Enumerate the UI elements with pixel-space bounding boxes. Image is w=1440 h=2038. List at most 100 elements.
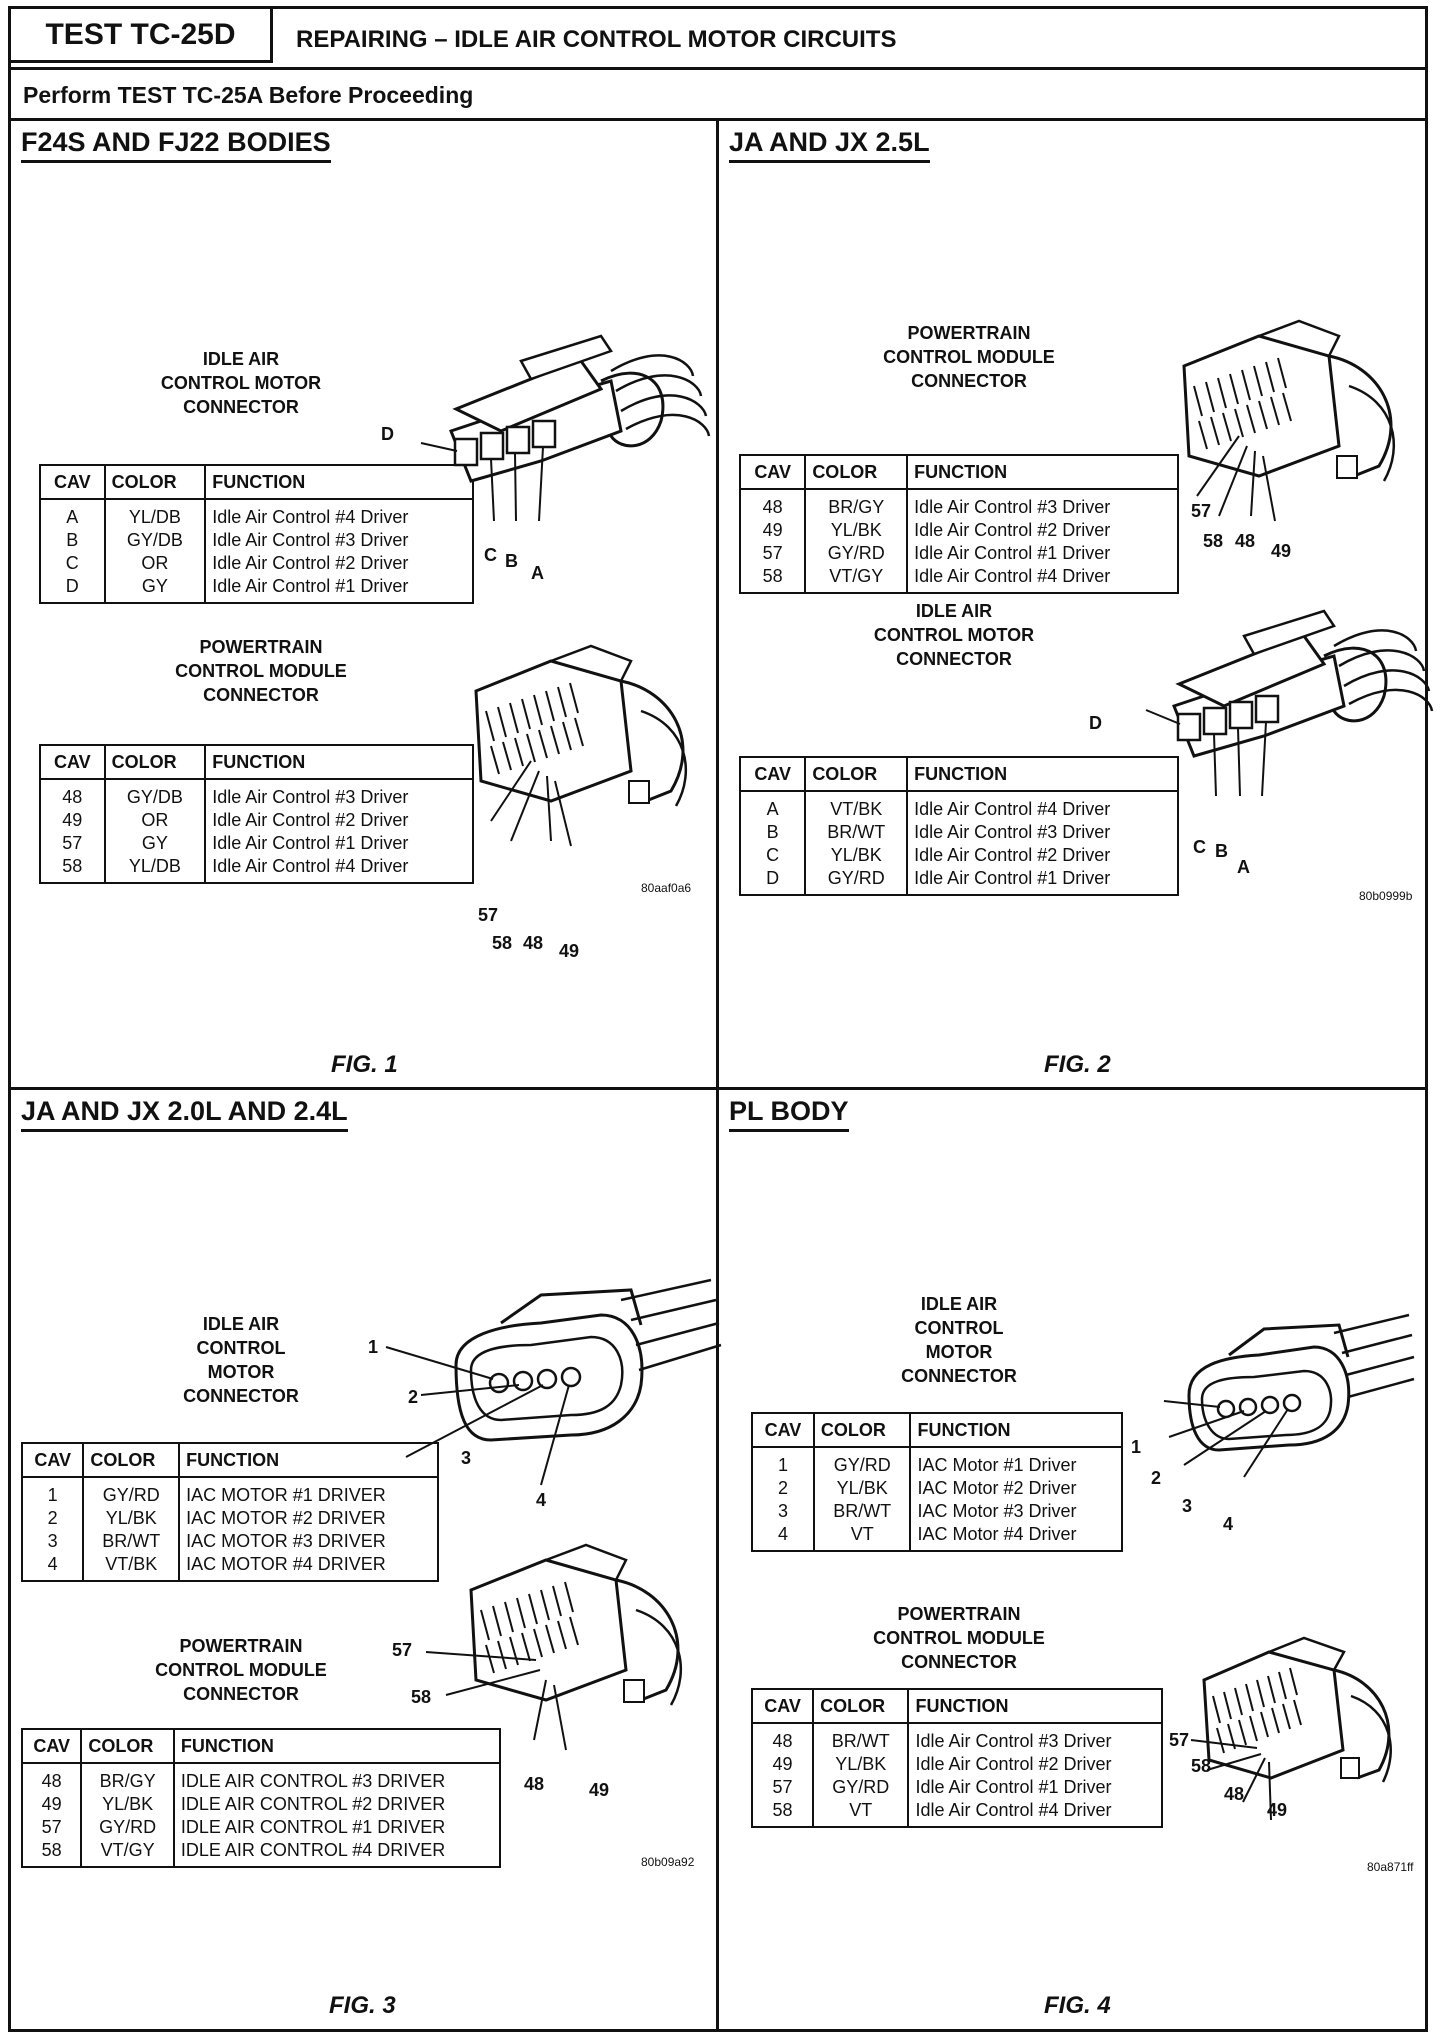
column-header-color: COLOR (104, 745, 207, 780)
wire-color-cell: VT/BK (805, 791, 909, 821)
function-cell: Idle Air Control #4 Driver (205, 855, 474, 883)
pin-label: 49 (1267, 1800, 1288, 1820)
function-cell: Idle Air Control #4 Driver (908, 1799, 1163, 1827)
wire-color-cell: YL/BK (805, 844, 909, 867)
cavity-cell: A (40, 499, 106, 529)
cavity-cell: 48 (40, 779, 106, 809)
function-cell: Idle Air Control #2 Driver (205, 809, 474, 832)
pin-label: 48 (1224, 1784, 1245, 1804)
column-header-function: FUNCTION (205, 465, 474, 500)
column-header-function: FUNCTION (179, 1443, 439, 1478)
wire-color-cell: YL/DB (104, 855, 207, 883)
column-header-color: COLOR (813, 1413, 912, 1448)
function-cell: Idle Air Control #3 Driver (907, 489, 1179, 519)
pin-label: C (1193, 837, 1206, 857)
function-cell: IAC Motor #2 Driver (910, 1477, 1123, 1500)
function-cell: Idle Air Control #1 Driver (908, 1776, 1163, 1799)
column-header-cav: CAV (752, 1689, 815, 1724)
function-cell: Idle Air Control #2 Driver (205, 552, 474, 575)
function-cell: Idle Air Control #1 Driver (205, 575, 474, 603)
pcm-connector-drawing (474, 644, 688, 847)
pin-label: 49 (559, 941, 580, 961)
column-header-cav: CAV (22, 1443, 85, 1478)
pin-label: 3 (461, 1448, 472, 1468)
pin-label: 57 (478, 905, 499, 925)
wire-color-cell: YL/BK (813, 1753, 910, 1776)
pin-label: 58 (1203, 531, 1224, 551)
quadrant-fig4: PL BODY IDLE AIR CONTROL MOTOR CONNECTOR… (719, 1090, 1431, 2029)
connector-label: POWERTRAIN CONTROL MODULE CONNECTOR (873, 1604, 1045, 1672)
pin-label: 58 (411, 1687, 432, 1707)
pin-label: 4 (1223, 1514, 1234, 1534)
wire-color-cell: VT/BK (83, 1553, 181, 1581)
figure-ref-code: 80b0999b (1359, 889, 1413, 903)
column-header-function: FUNCTION (173, 1729, 502, 1764)
cavity-cell: 4 (22, 1553, 85, 1581)
cavity-cell: 57 (40, 832, 106, 855)
function-cell: IAC Motor #3 Driver (910, 1500, 1123, 1523)
figure-caption: FIG. 4 (1044, 1992, 1111, 2019)
cavity-cell: 49 (740, 519, 807, 542)
iac-motor-connector-drawing (1145, 609, 1434, 797)
function-cell: IAC Motor #1 Driver (910, 1447, 1123, 1477)
figure-caption: FIG. 3 (329, 1992, 396, 2019)
wire-color-cell: VT (813, 1523, 912, 1551)
wire-color-cell: BR/WT (805, 821, 909, 844)
pin-label: 58 (1191, 1756, 1212, 1776)
column-header-function: FUNCTION (907, 757, 1179, 792)
pin-label: 48 (523, 933, 544, 953)
pin-label: A (1237, 857, 1250, 877)
pin-label: 4 (536, 1490, 547, 1510)
cavity-cell: 58 (752, 1799, 815, 1827)
cavity-cell: 58 (740, 565, 807, 593)
column-header-function: FUNCTION (205, 745, 474, 780)
wire-color-cell: GY/RD (805, 867, 909, 895)
function-cell: Idle Air Control #3 Driver (205, 529, 474, 552)
cavity-cell: 3 (22, 1530, 85, 1553)
figure-ref-code: 80aaf0a6 (641, 881, 692, 895)
cavity-cell: C (740, 844, 807, 867)
wire-color-cell: YL/DB (104, 499, 207, 529)
quadrant-title: F24S AND FJ22 BODIES (21, 127, 331, 163)
quadrant-title: JA AND JX 2.5L (729, 127, 930, 163)
pin-label: 57 (1169, 1730, 1190, 1750)
quadrant-divider-horizontal (11, 1087, 1425, 1090)
cavity-cell: 48 (22, 1763, 83, 1793)
wire-color-cell: BR/GY (81, 1763, 175, 1793)
wire-color-cell: GY/DB (104, 779, 207, 809)
page-header: TEST TC-25D REPAIRING – IDLE AIR CONTROL… (11, 9, 1425, 67)
function-cell: IAC MOTOR #3 DRIVER (179, 1530, 439, 1553)
cavity-cell: D (740, 867, 807, 895)
quadrant-fig2: JA AND JX 2.5L POWERTRAIN CONTROL MODULE… (719, 121, 1434, 1087)
iac-motor-connector-drawing (1163, 1313, 1415, 1478)
pin-label: 48 (524, 1774, 545, 1794)
pin-label: 49 (589, 1780, 610, 1800)
wire-color-cell: VT (813, 1799, 910, 1827)
function-cell: Idle Air Control #4 Driver (907, 565, 1179, 593)
cavity-cell: D (40, 575, 106, 603)
wire-color-cell: GY/DB (104, 529, 207, 552)
wire-color-cell: VT/GY (805, 565, 909, 593)
cavity-cell: 3 (752, 1500, 815, 1523)
pcm-connector-drawing (1190, 1636, 1392, 1821)
function-cell: IDLE AIR CONTROL #2 DRIVER (173, 1793, 502, 1816)
